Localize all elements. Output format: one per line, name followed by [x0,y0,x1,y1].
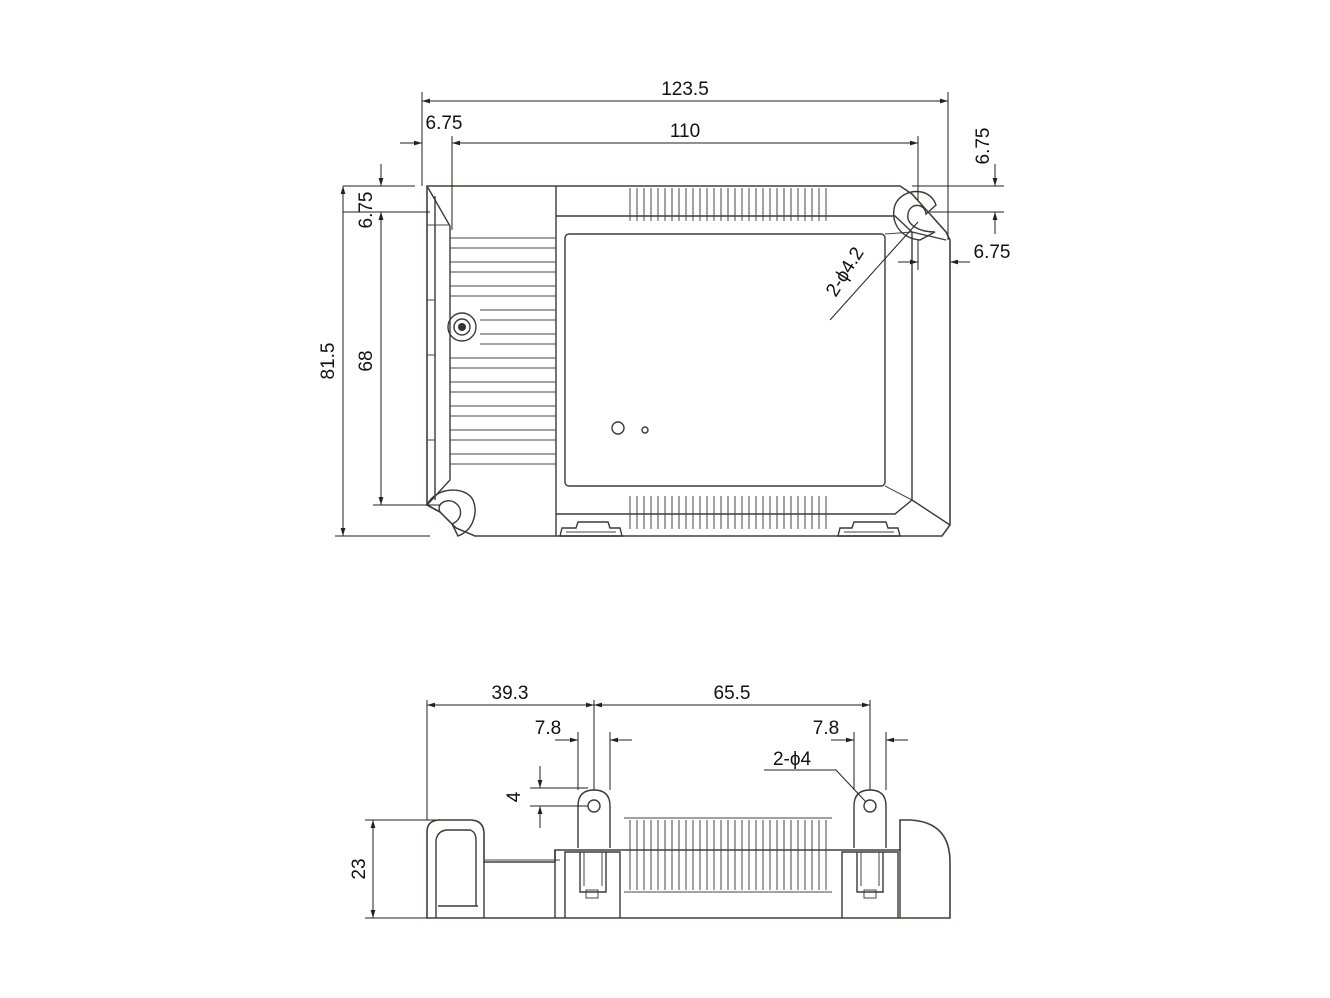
dim-overall-height: 81.5 [318,343,339,380]
dim-tab-width-left: 7.8 [535,718,561,739]
top-view: 123.5 110 6.75 6.75 81.5 68 6.7 [318,79,1011,537]
side-view-body-outline [426,819,951,919]
side-hole-label: 2-ϕ4 [773,749,812,770]
bottom-vent-slots [629,496,827,529]
top-cover-panel [564,233,886,487]
left-clip [559,521,623,537]
left-bevel [426,185,451,506]
left-fins [427,224,556,465]
ground-screw-icon [447,312,477,342]
left-tab-hole-icon [587,799,601,813]
dim-hole-vertical: 68 [356,350,377,371]
top-view-dimensions: 123.5 110 6.75 6.75 81.5 68 6.7 [318,79,1011,537]
bottom-left-mount-hole [426,489,476,537]
top-hole-label: 2-ϕ4.2 [822,244,868,301]
left-mount-tab [564,789,621,918]
dim-overall-width: 123.5 [661,79,709,100]
top-vent-slots [629,188,827,221]
dim-tab-width-right: 7.8 [813,718,839,739]
side-view-dimensions: 39.3 65.5 7.8 7.8 2-ϕ4 4 [349,683,908,919]
led-indicator-icon [611,421,625,435]
dim-right-side-offset: 6.75 [974,242,1011,263]
dim-left-offset: 6.75 [426,113,463,134]
right-clip [837,521,901,537]
dim-left-to-tab: 39.3 [492,683,529,704]
right-mount-tab [841,789,899,918]
dim-hole-spacing: 110 [670,121,700,142]
top-right-mount-hole [893,190,937,241]
dim-right-top-offset: 6.75 [973,128,994,165]
dim-top-offset: 6.75 [356,192,377,229]
potentiometer-icon [641,426,649,434]
side-vent-slots [629,820,827,890]
dim-tab-spacing: 65.5 [714,683,751,704]
right-tab-hole-icon [863,799,877,813]
dim-height: 23 [349,858,370,879]
side-view: 39.3 65.5 7.8 7.8 2-ϕ4 4 [349,683,951,919]
dim-hole-offset: 4 [504,791,525,802]
